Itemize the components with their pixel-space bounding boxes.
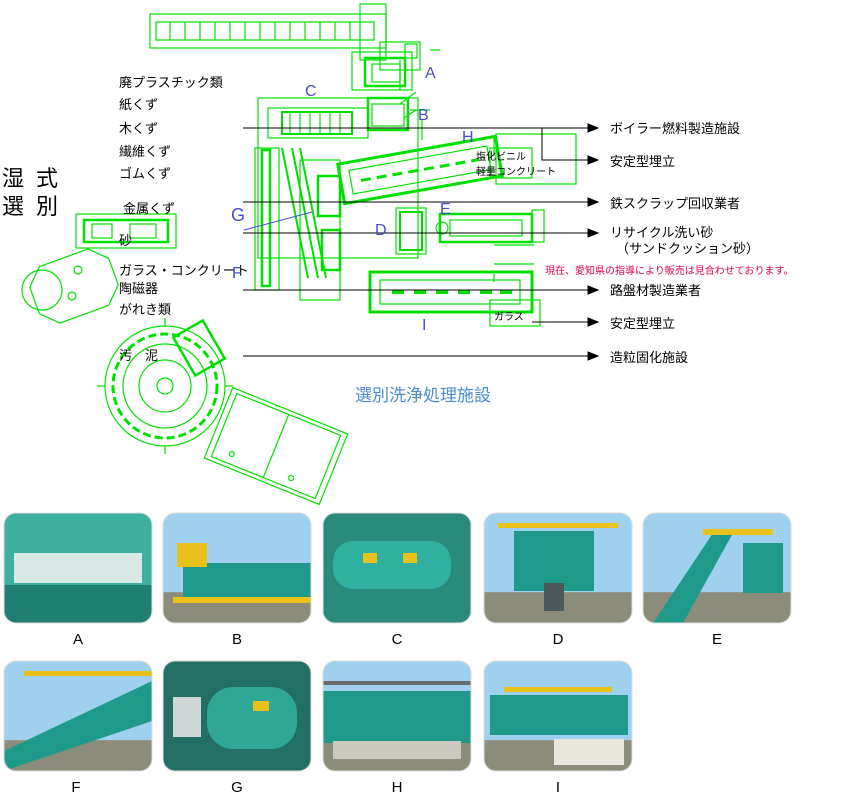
material-label: ゴムくず [119, 166, 171, 182]
destination-label: （サンドクッション砂） [616, 242, 759, 257]
material-label: 金属くず [123, 201, 175, 217]
material-label: ガラス・コンクリート [119, 264, 249, 279]
destination-label: 路盤材製造業者 [610, 283, 701, 299]
material-label: 繊維くず [119, 144, 171, 160]
flow-arrows [243, 123, 600, 361]
glass-label: ガラス [494, 311, 524, 323]
section-letter: C [305, 83, 317, 100]
material-label: 廃プラスチック類 [119, 75, 223, 91]
photo-c: C [322, 512, 472, 648]
section-letter: D [375, 222, 387, 239]
section-letter: F [232, 265, 242, 282]
material-label: がれき類 [119, 303, 171, 318]
destination-label: ボイラー燃料製造施設 [610, 121, 740, 137]
material-label: 砂 [119, 234, 132, 249]
section-letter: B [418, 107, 429, 124]
photo-caption: D [553, 631, 564, 648]
side-title-char: 別 [36, 195, 58, 220]
plant-layout-drawing [21, 3, 577, 506]
section-letter: G [231, 205, 245, 225]
photo-gallery: A B C D E F G H I [3, 512, 792, 793]
photo-caption: B [232, 631, 242, 648]
side-title-char: 湿 [2, 167, 24, 192]
photo-f: F [3, 660, 153, 793]
side-title: 湿 式 選 別 [2, 167, 58, 220]
destination-label: 造粒固化施設 [610, 350, 688, 366]
photo-caption: C [392, 631, 403, 648]
photo-d: D [483, 512, 633, 648]
section-letter: E [440, 201, 451, 218]
light-concrete-label: 軽量コンクリート [476, 166, 556, 178]
photo-caption: E [712, 631, 722, 648]
photo-caption: H [392, 779, 403, 793]
vinyl-label: 塩化ビニル [476, 150, 526, 163]
photo-h: H [322, 660, 472, 793]
destination-label: 鉄スクラップ回収業者 [610, 196, 740, 212]
photo-b: B [162, 512, 312, 648]
destination-label: 安定型埋立 [610, 317, 675, 332]
destination-list: ボイラー燃料製造施設 安定型埋立 鉄スクラップ回収業者 リサイクル洗い砂 （サン… [610, 121, 759, 366]
facility-name: 選別洗浄処理施設 [355, 386, 491, 406]
sales-notice: 現在、愛知県の指導により販売は見合わせております。 [545, 264, 794, 277]
photo-caption: F [71, 779, 80, 793]
material-list: 廃プラスチック類 紙くず 木くず 繊維くず ゴムくず 金属くず 砂 ガラス・コン… [119, 75, 249, 364]
photo-caption: I [556, 779, 560, 793]
side-title-char: 式 [36, 167, 58, 192]
material-label: 陶磁器 [119, 281, 158, 297]
photo-caption: A [73, 631, 83, 648]
photo-a: A [3, 512, 153, 648]
section-letter: A [425, 65, 436, 82]
section-letter: I [422, 317, 426, 334]
destination-label: リサイクル洗い砂 [610, 226, 713, 241]
section-letters: A B C D E F G H I [231, 65, 474, 334]
photo-e: E [642, 512, 792, 648]
side-title-char: 選 [2, 195, 24, 220]
material-label: 汚 泥 [119, 349, 158, 364]
material-label: 木くず [119, 122, 158, 137]
photo-i: I [483, 660, 633, 793]
material-label: 紙くず [119, 98, 158, 113]
photo-caption: G [231, 779, 243, 793]
section-letter: H [462, 129, 474, 146]
photo-g: G [162, 660, 312, 793]
destination-label: 安定型埋立 [610, 155, 675, 170]
